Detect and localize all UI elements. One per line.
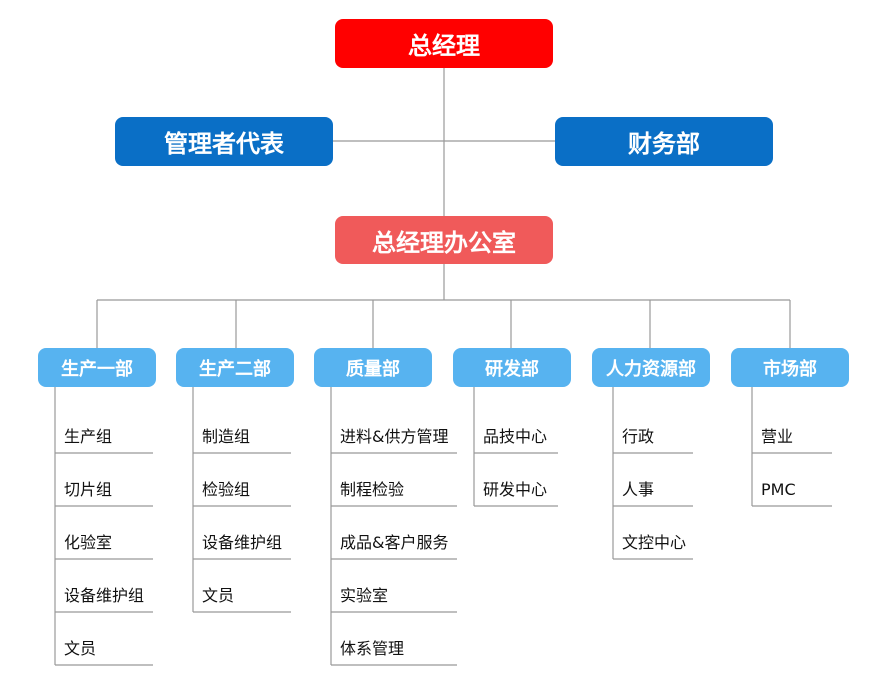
list-item: 体系管理 bbox=[340, 639, 405, 658]
department-box: 市场部 bbox=[731, 348, 849, 387]
department-box: 质量部 bbox=[314, 348, 432, 387]
general-manager-box: 总经理 bbox=[335, 19, 553, 68]
list-item: 行政 bbox=[622, 427, 655, 446]
list-item: 化验室 bbox=[64, 533, 113, 552]
list-item: 文员 bbox=[202, 586, 235, 605]
list-item: PMC bbox=[761, 480, 796, 499]
list-item: 实验室 bbox=[340, 586, 389, 605]
department-box: 研发部 bbox=[453, 348, 571, 387]
list-item: 切片组 bbox=[64, 480, 113, 499]
department-box: 人力资源部 bbox=[592, 348, 710, 387]
finance-department-box: 财务部 bbox=[555, 117, 773, 166]
list-item: 研发中心 bbox=[483, 480, 548, 499]
list-item: 营业 bbox=[761, 427, 794, 446]
department-box: 生产一部 bbox=[38, 348, 156, 387]
management-representative-box: 管理者代表 bbox=[115, 117, 333, 166]
list-item: 设备维护组 bbox=[202, 533, 283, 552]
department-box: 生产二部 bbox=[176, 348, 294, 387]
list-item: 文控中心 bbox=[622, 533, 687, 552]
list-item: 检验组 bbox=[202, 480, 251, 499]
list-item: 进料&供方管理 bbox=[340, 427, 449, 446]
list-item: 设备维护组 bbox=[64, 586, 145, 605]
general-manager-office-box: 总经理办公室 bbox=[335, 216, 553, 264]
list-item: 制造组 bbox=[202, 427, 251, 446]
list-item: 人事 bbox=[622, 480, 655, 499]
list-item: 制程检验 bbox=[340, 480, 405, 499]
list-item: 生产组 bbox=[64, 427, 113, 446]
list-item: 品技中心 bbox=[483, 427, 548, 446]
list-item: 成品&客户服务 bbox=[340, 533, 449, 552]
list-item: 文员 bbox=[64, 639, 97, 658]
